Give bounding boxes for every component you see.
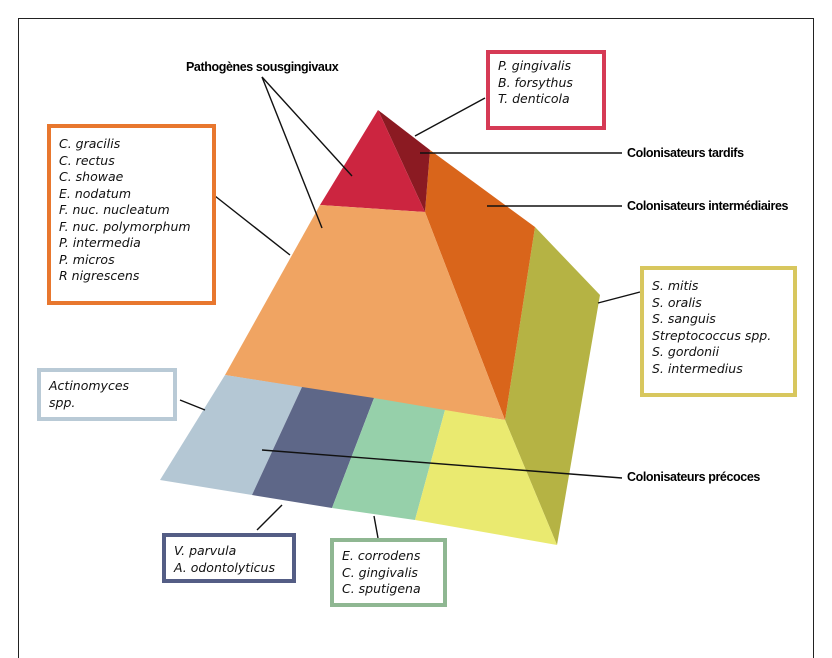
species-item: S. gordonii [652, 344, 720, 359]
figure-frame [18, 18, 814, 658]
species-item: spp. [49, 394, 76, 410]
leader-orange-box [214, 195, 291, 256]
species-item: P. gingivalis [498, 58, 572, 73]
species-item: C. showae [59, 169, 124, 184]
species-box-lightblue: Actinomyces spp. [37, 368, 177, 421]
species-item: E. nodatum [59, 185, 132, 201]
species-item: R nigrescens [59, 268, 140, 283]
species-item: F. nuc. polymorphum [59, 218, 191, 234]
species-item: C. sputigena [342, 581, 421, 596]
leader-green-box [373, 515, 379, 539]
label-intermediate-colonizers: Colonisateurs intermédiaires [627, 199, 789, 213]
species-item: P. micros [59, 251, 115, 267]
leader-navy-box [256, 504, 283, 531]
species-item: C. rectus [59, 152, 115, 168]
label-subgingival-pathogens: Pathogènes sousgingivaux [186, 60, 339, 74]
species-item: S. oralis [652, 294, 702, 310]
species-item: P. intermedia [59, 235, 141, 250]
leader-subgingival [261, 76, 353, 177]
species-item: Streptococcus spp. [652, 327, 772, 343]
species-item: A. odontolyticus [174, 559, 275, 575]
pyramid-right-side-face [505, 227, 600, 545]
species-item: B. forsythus [498, 74, 573, 90]
leader-subgingival-2 [261, 76, 323, 229]
species-item: S. mitis [652, 278, 699, 293]
pyramid-middle-side-face [425, 150, 535, 420]
species-box-yellow: S. mitis S. oralis S. sanguis Streptococ… [640, 266, 797, 397]
species-item: T. denticola [498, 91, 570, 106]
base-segment-veillonella [252, 387, 374, 508]
pyramid-top-side-face [378, 110, 430, 212]
leader-red-box [414, 97, 486, 137]
species-item: Actinomyces [49, 378, 130, 393]
species-item: S. sanguis [652, 311, 716, 326]
base-segment-actinomyces [160, 375, 302, 495]
pyramid-top-front-face [320, 110, 425, 212]
pyramid-middle-front-face [225, 205, 505, 420]
species-item: C. gingivalis [342, 564, 418, 580]
species-box-orange: C. gracilis C. rectus C. showae E. nodat… [47, 124, 216, 305]
leader-yellow-box [597, 291, 641, 304]
species-item: V. parvula [174, 543, 237, 558]
species-item: E. corrodens [342, 548, 421, 563]
species-item: F. nuc. nucleatum [59, 202, 170, 217]
leader-early [261, 449, 623, 479]
label-early-colonizers: Colonisateurs précoces [627, 470, 760, 484]
species-item: S. intermedius [652, 360, 743, 376]
base-segment-streptococcus [415, 410, 557, 545]
base-segment-eikenella [332, 398, 445, 520]
leader-lightblue-box [179, 399, 206, 411]
species-box-red: P. gingivalis B. forsythus T. denticola [486, 50, 606, 130]
species-box-green: E. corrodens C. gingivalis C. sputigena [330, 538, 447, 607]
species-box-navy: V. parvula A. odontolyticus [162, 533, 296, 583]
label-late-colonizers: Colonisateurs tardifs [627, 146, 744, 160]
species-item: C. gracilis [59, 136, 121, 151]
